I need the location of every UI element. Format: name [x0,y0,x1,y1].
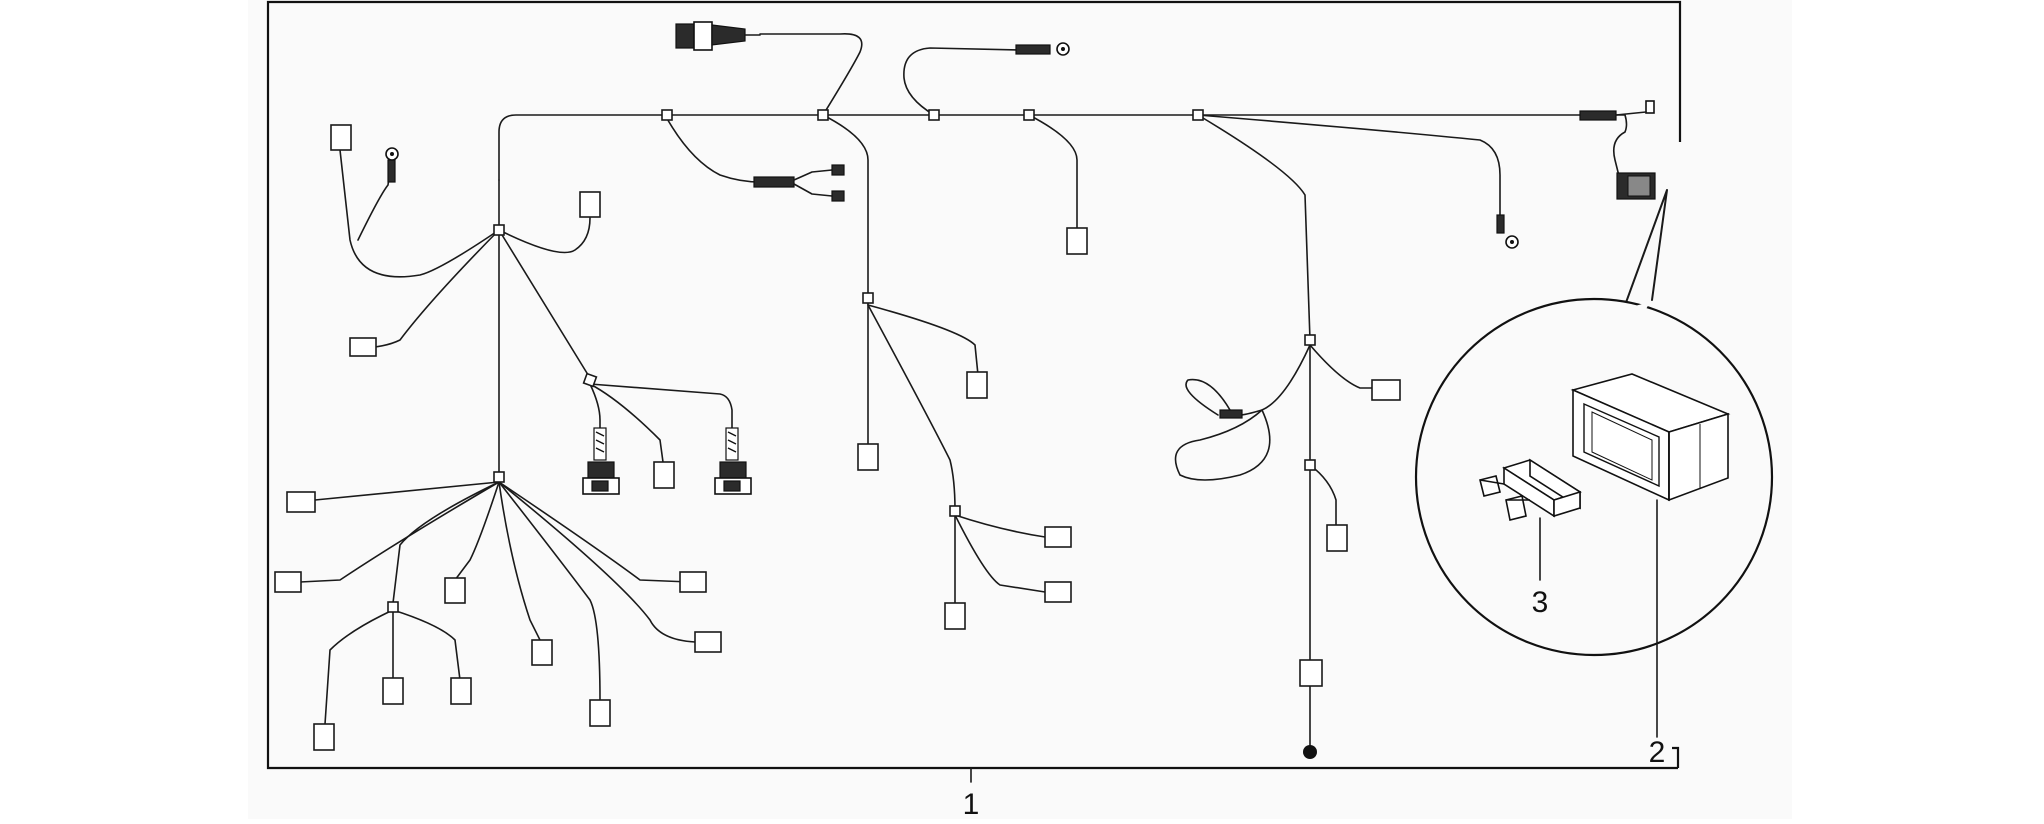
sensor-connector-c [714,427,752,495]
node-sensor [582,372,598,388]
ring-terminal-left [385,147,399,183]
connector-block [274,571,302,593]
main-trunk-wire [498,114,1596,181]
relay-connector [753,164,845,202]
connector-block [1371,379,1401,401]
ground-terminal [1303,745,1317,759]
loop-wire-large [1174,409,1271,481]
connector-block [444,577,466,604]
fan-wire-2 [299,481,500,583]
fan-wire-4 [454,481,500,581]
connector-block [286,491,316,513]
sensor-c-wire [589,383,733,429]
node-trunk-5 [1192,109,1204,121]
connector-block [589,699,611,727]
right-vertical-wire [1197,114,1311,341]
sub-wire-a [324,609,394,725]
node-left-upper [493,224,505,236]
magnifier-circle [1414,297,1774,657]
fan-wire-1 [314,481,500,501]
sensor-a-wire [589,383,601,429]
connector-block [1326,524,1348,552]
loop-wire-small [1185,378,1231,416]
fuse-holder-connector [1579,100,1656,200]
sensor-b-wire [589,383,664,463]
node-left-lower [493,471,505,483]
drop-wire-1029 [1028,114,1078,231]
node-center-lower [949,505,961,517]
connector-block [653,461,675,489]
ring-terminal-wire-top [903,47,1021,116]
connector-block [1299,659,1323,687]
detail-magnifier [1414,189,1774,738]
lower-branch-wire-a [954,514,1046,538]
left-ring-wire [357,169,391,241]
ring-terminal-top [1015,42,1070,56]
right-side-branch-wire [1309,344,1373,389]
connector-block [1044,581,1072,603]
connector-block [679,571,707,593]
connector-block [1066,227,1088,255]
connector-block [330,124,352,151]
left-upper-loop-wire [339,149,500,278]
connector-block [313,723,335,751]
connector-block [1044,526,1072,548]
fuse-holder-wire [1594,114,1628,181]
top-plug-wire [759,33,863,116]
right-ring-wire [1197,114,1501,216]
connector-block [531,639,553,666]
callout-fuse: 3 [1532,586,1549,619]
node-trunk-1 [661,109,673,121]
center-lower-branch-wire [867,304,956,511]
callout-fuse-box: 2 [1649,736,1666,769]
node-trunk-4 [1023,109,1035,121]
left-mid-wire [374,229,500,348]
sensor-connector-a [582,427,620,495]
fan-wire-7 [498,481,696,643]
magnifier-pointer [1623,189,1668,309]
node-center [862,292,874,304]
node-right [1304,334,1316,346]
fan-wire-5 [498,481,541,641]
fan-wire-3 [392,481,500,604]
fan-wire-8 [498,481,691,583]
connector-block [857,443,879,471]
blade-fuse-illustration [1479,458,1582,521]
connector-block [944,602,966,630]
connector-blocks [274,124,1401,751]
center-right-branch-wire [867,304,979,376]
node-trunk-3 [928,109,940,121]
ring-terminal-right [1496,214,1519,249]
callout-harness: 1 [963,788,980,819]
fan-wire-6 [498,481,601,701]
lower-branch-wire-b [954,514,1046,593]
node-right-lower [1304,459,1316,471]
top-plug-connector [675,21,761,51]
wiring-harness [274,21,1656,759]
fuse-box-illustration [1570,373,1731,502]
connector-block [694,631,722,653]
sensor-branch-wire [498,229,591,379]
connector-block [579,191,601,218]
connector-block [966,371,988,399]
connector-block [349,337,377,357]
center-vertical-wire [822,114,869,299]
relay-branch-wire [664,114,761,183]
loop-connector [1219,409,1243,419]
harness-frame [266,0,1682,770]
node-trunk-2 [817,109,829,121]
connector-block [382,677,404,705]
node-sub [387,601,399,613]
connector-block [450,677,472,705]
left-upper-right-wire [498,217,591,254]
sub-wire-c [392,609,461,681]
